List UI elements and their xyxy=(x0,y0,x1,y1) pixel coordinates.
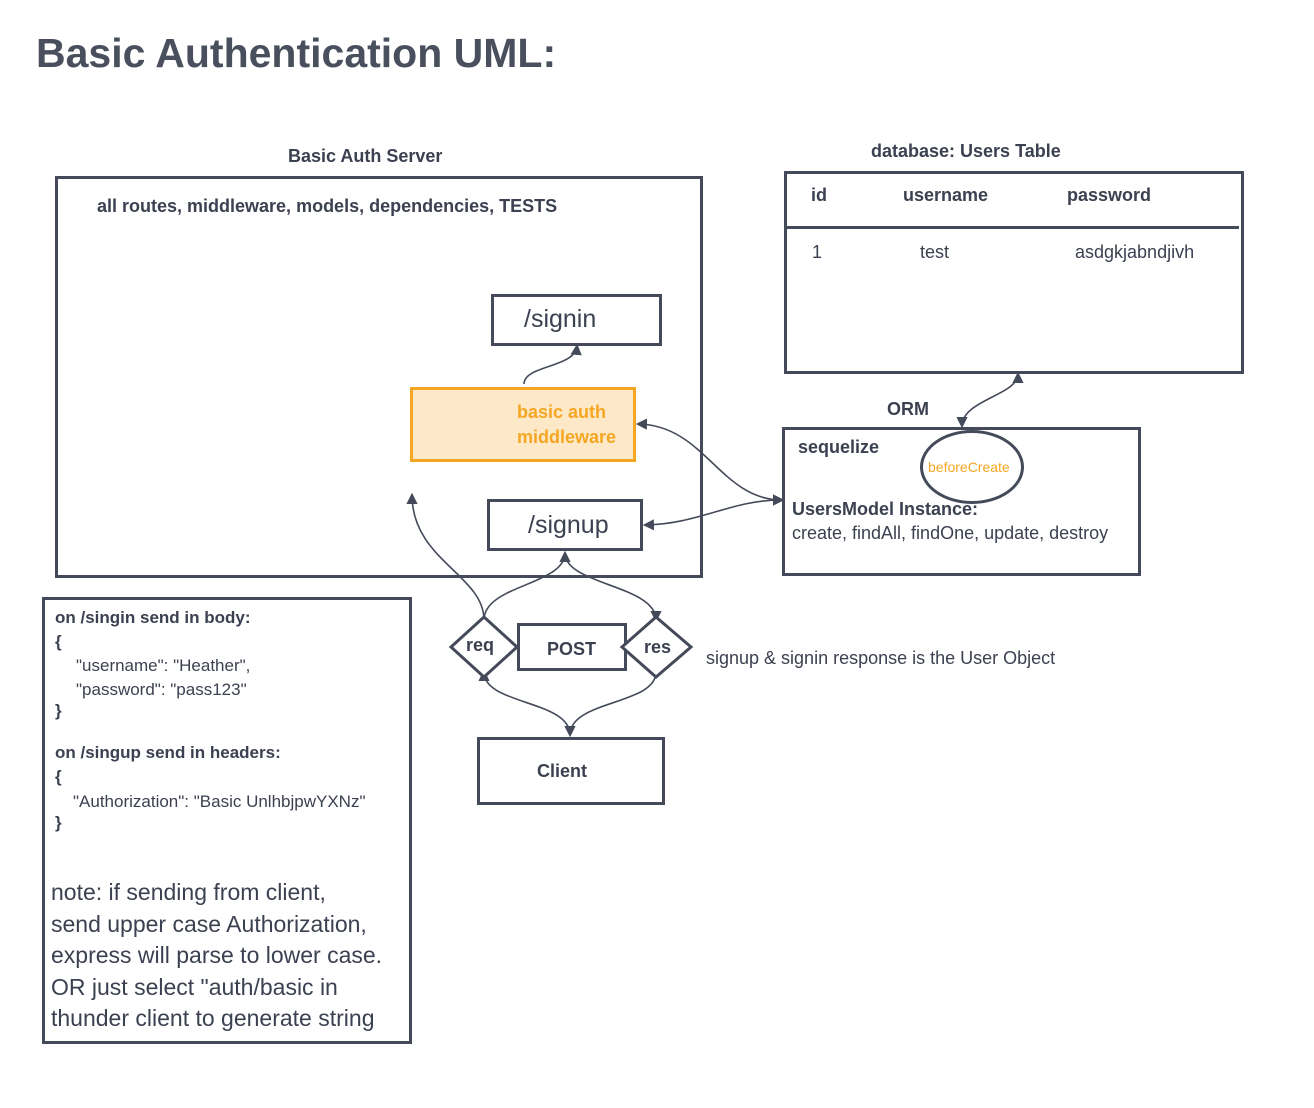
request-notes-box: on /singin send in body: { "username": "… xyxy=(42,597,412,1044)
orm-label: ORM xyxy=(887,399,929,419)
signin-route-box: /signin xyxy=(491,294,662,346)
res-diamond-label: res xyxy=(644,637,672,657)
note-line: OR just select "auth/basic in xyxy=(51,973,338,1000)
post-method-label: POST xyxy=(547,639,597,659)
req-diamond-label: req xyxy=(466,635,495,655)
sequelize-label: sequelize xyxy=(798,437,880,457)
post-method-box: POST xyxy=(517,623,627,671)
signin-brace-close: } xyxy=(55,701,62,720)
res-to-client-arrow xyxy=(564,671,657,738)
client-to-req-arrow xyxy=(478,669,571,736)
database-orm-arrow xyxy=(956,371,1024,429)
table-header-divider xyxy=(787,226,1239,229)
page-title: Basic Authentication UML: xyxy=(36,30,557,76)
column-header-id: id xyxy=(811,185,827,205)
signup-brace-close: } xyxy=(55,813,62,832)
middleware-label-line1: basic auth xyxy=(517,402,607,422)
before-create-hook-ellipse xyxy=(920,430,1024,504)
users-table xyxy=(784,171,1244,374)
signin-brace-open: { xyxy=(55,632,62,651)
users-model-instance-label: UsersModel Instance: xyxy=(792,499,979,519)
signup-route-label: /signup xyxy=(528,511,609,539)
cell-username: test xyxy=(920,242,950,262)
before-create-label: beforeCreate xyxy=(928,459,1010,475)
basic-auth-middleware-box: basic auth middleware xyxy=(410,387,636,462)
signin-route-label: /signin xyxy=(524,305,597,333)
cell-id: 1 xyxy=(812,242,823,262)
note-line: note: if sending from client, xyxy=(51,879,326,905)
cell-password: asdgkjabndjivh xyxy=(1075,242,1195,262)
column-header-username: username xyxy=(903,185,989,205)
signup-route-box: /signup xyxy=(487,499,643,551)
client-note: note: if sending from client, send upper… xyxy=(51,877,382,1035)
database-label: database: Users Table xyxy=(871,141,1061,161)
client-box: Client xyxy=(477,737,665,805)
note-line: send upper case Authorization, xyxy=(51,910,367,937)
signup-brace-open: { xyxy=(55,767,62,786)
client-label: Client xyxy=(537,761,588,781)
server-label: Basic Auth Server xyxy=(288,146,443,166)
signin-username: "username": "Heather", xyxy=(76,656,251,675)
server-description: all routes, middleware, models, dependen… xyxy=(97,196,558,216)
signin-heading: on /singin send in body: xyxy=(55,608,251,627)
response-note: signup & signin response is the User Obj… xyxy=(706,648,1056,668)
signup-heading: on /singup send in headers: xyxy=(55,743,281,762)
signin-password: "password": "pass123" xyxy=(76,680,247,699)
column-header-password: password xyxy=(1067,185,1152,205)
note-line: thunder client to generate string xyxy=(51,1005,375,1032)
middleware-label-line2: middleware xyxy=(517,427,617,447)
signup-authorization: "Authorization": "Basic UnlhbjpwYXNz" xyxy=(73,792,366,811)
note-line: express will parse to lower case. xyxy=(51,942,383,969)
model-methods: create, findAll, findOne, update, destro… xyxy=(792,523,1109,543)
